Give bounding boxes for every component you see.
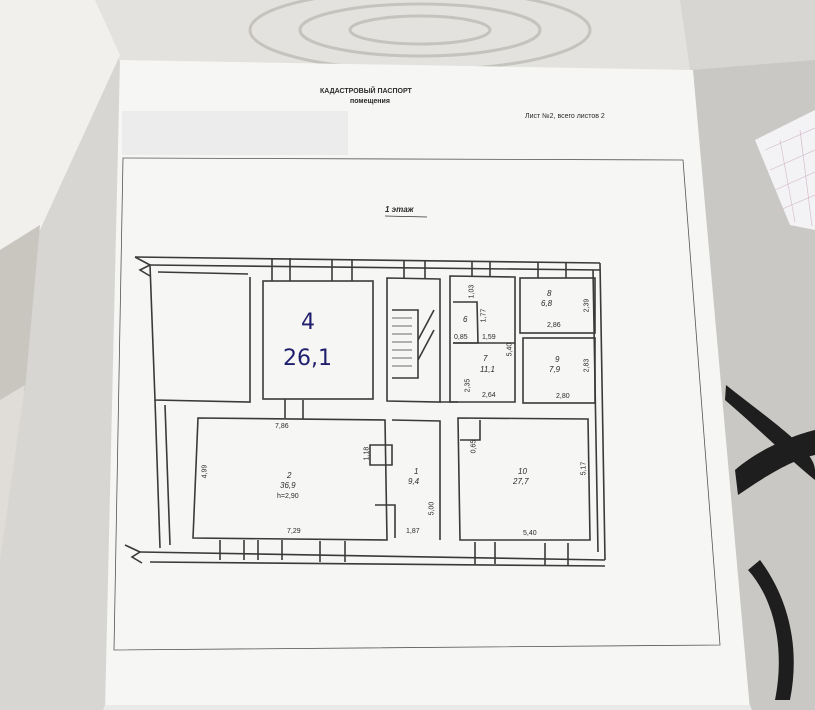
dim-1-03: 1,03 (468, 284, 476, 299)
handwritten-room-number: 4 (301, 310, 315, 335)
redacted-block (122, 111, 348, 155)
sheet-number: Лист №2, всего листов 2 (525, 113, 605, 120)
dim-5-40-vertical: 5,40 (506, 342, 514, 357)
dim-5-40-horizontal: 5,40 (523, 530, 537, 537)
room-2-area: 36,9 (280, 481, 296, 490)
document-title: КАДАСТРОВЫЙ ПАСПОРТ (320, 88, 412, 95)
room-8-number: 8 (547, 289, 552, 298)
room-2-height: h=2,90 (277, 493, 299, 500)
dim-2-35: 2,35 (464, 378, 472, 393)
room-10-area: 27,7 (513, 477, 529, 486)
room-2-number: 2 (287, 471, 292, 480)
dim-5-17: 5,17 (580, 461, 588, 476)
dim-1-18: 1,18 (363, 446, 371, 461)
dim-2-86: 2,86 (547, 322, 561, 329)
dim-4-99: 4,99 (201, 464, 209, 479)
dim-7-86: 7,86 (275, 423, 289, 430)
floor-plan-drawing (124, 256, 606, 567)
dim-2-39: 2,39 (583, 298, 591, 313)
handwritten-area: 26,1 (283, 346, 332, 371)
dim-0-85: 0,85 (454, 334, 468, 341)
dim-1-59: 1,59 (482, 334, 496, 341)
dim-1-77: 1,77 (480, 308, 488, 323)
room-10-number: 10 (518, 467, 527, 476)
room-1-area: 9,4 (408, 477, 420, 486)
dim-2-80: 2,80 (556, 393, 570, 400)
dim-2-64: 2,64 (482, 392, 496, 399)
room-7-area: 11,1 (480, 365, 495, 374)
room-9-area: 7,9 (549, 365, 561, 374)
room-6-number: 6 (463, 315, 468, 324)
room-7-number: 7 (483, 354, 488, 363)
floor-label: 1 этаж (385, 205, 414, 214)
dim-7-29: 7,29 (287, 528, 301, 535)
room-8-area: 6,8 (541, 299, 553, 308)
dim-0-65: 0,65 (470, 439, 478, 454)
room-1-number: 1 (414, 467, 419, 476)
dim-1-87: 1,87 (406, 528, 420, 535)
dim-2-83: 2,83 (583, 358, 591, 373)
room-9-number: 9 (555, 355, 560, 364)
dim-5-00: 5,00 (428, 501, 436, 516)
document-subtitle: помещения (350, 98, 390, 105)
